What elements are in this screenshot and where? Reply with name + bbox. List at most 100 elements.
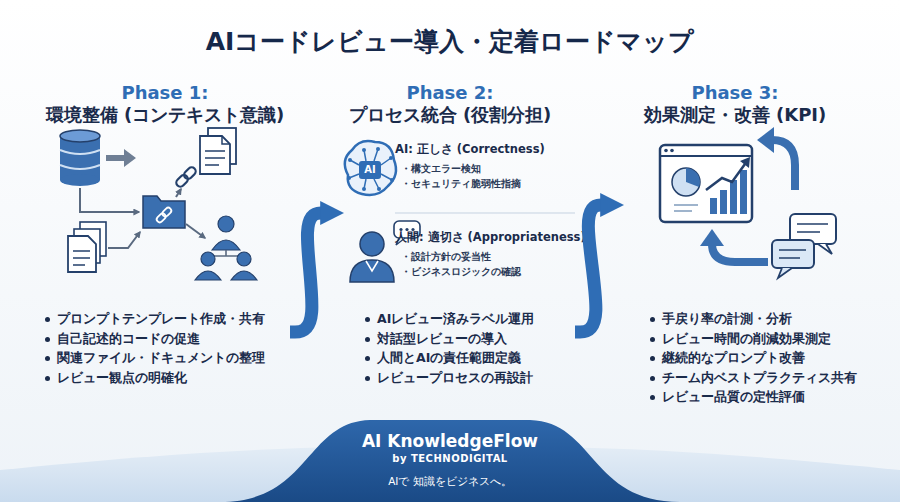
role-icons <box>377 187 381 191</box>
role-block: AI: 正しさ (Correctness)・構文エラー検知・セキュリティ脆弱性指… <box>395 141 580 203</box>
chip-label: AI <box>359 161 381 179</box>
bullet-item: レビュープロセスの再設計 <box>365 369 534 389</box>
kpi-icons <box>778 268 792 278</box>
bullet-text: 関連ファイル・ドキュメントの整理 <box>57 350 265 367</box>
environment-icons <box>73 251 90 265</box>
bullet-dot <box>650 395 655 400</box>
role-item: ・セキュリティ脆弱性指摘 <box>395 176 580 191</box>
diagram-title: AIコードレビュー導入・定着ロードマップ <box>0 24 900 60</box>
bullet-dot <box>45 376 50 381</box>
bullet-text: 自己記述的コードの促進 <box>57 331 200 348</box>
bullet-list: 手戻り率の計測・分析レビュー時間の削減効果測定継続的なプロンプト改善チーム内ベス… <box>650 310 857 408</box>
kpi-icons <box>660 155 752 157</box>
role-icons <box>389 156 393 160</box>
brand-band: AI KnowledgeFlowby TECHNODIGITALAIで 知識をビ… <box>220 418 680 502</box>
environment-icons <box>60 174 100 186</box>
environment-icons <box>186 224 205 238</box>
environment-icons <box>210 250 242 256</box>
role-icons <box>360 232 384 256</box>
phase-column: Phase 3:効果測定・改善 (KPI) 手戻り率の計測・分析レビュー時間の削減… <box>605 82 865 412</box>
environment-icons <box>68 236 96 272</box>
kpi-icons <box>797 224 828 232</box>
environment-icons <box>201 252 215 266</box>
kpi-icons <box>674 205 698 211</box>
bullet-dot <box>365 376 370 381</box>
brand-owner: by TECHNODIGITAL <box>220 452 680 466</box>
kpi-icons <box>712 244 768 262</box>
environment-icons <box>156 207 173 224</box>
kpi-icons <box>740 157 750 168</box>
role-block: 人間: 適切さ (Appropriateness)・設計方針の妥当性・ビジネスロ… <box>395 229 580 291</box>
role-icons <box>376 147 380 151</box>
kpi-icons <box>700 229 724 246</box>
kpi-icons <box>779 250 806 258</box>
phase-title: 環境整備 (コンテキスト意識) <box>40 104 290 126</box>
bullet-text: プロンプトテンプレート作成・共有 <box>57 311 265 328</box>
role-item: ・設計方針の妥当性 <box>395 249 580 264</box>
bullet-dot <box>365 337 370 342</box>
phase-heading: Phase 2:プロセス統合 (役割分担) <box>325 82 575 126</box>
environment-icons <box>222 136 230 144</box>
bullet-dot <box>650 356 655 361</box>
kpi-icons <box>772 240 814 268</box>
band-shape <box>220 420 680 502</box>
role-heading: 人間: 適切さ (Appropriateness) <box>395 229 580 246</box>
bullet-dot <box>45 317 50 322</box>
bullet-dot <box>45 337 50 342</box>
kpi-icons <box>730 180 737 214</box>
bullet-dot <box>45 356 50 361</box>
phase-number: Phase 3: <box>605 82 865 104</box>
role-icons <box>366 261 378 271</box>
role-icons <box>348 158 352 162</box>
bullet-item: レビュー観点の明確化 <box>45 369 265 389</box>
environment-icons <box>182 166 197 181</box>
bullet-item: レビュー品質の定性評価 <box>650 388 857 408</box>
environment-icons <box>60 150 100 169</box>
bullet-dot <box>365 356 370 361</box>
kpi-icons <box>660 145 752 222</box>
environment-icons <box>218 216 234 232</box>
bullet-item: 関連ファイル・ドキュメントの整理 <box>45 349 265 369</box>
kpi-icons <box>686 168 700 187</box>
phase-number: Phase 1: <box>40 82 290 104</box>
kpi-icons <box>706 164 745 190</box>
kpi-icons <box>818 244 832 254</box>
environment-icons <box>156 212 167 223</box>
phase-heading: Phase 1:環境整備 (コンテキスト意識) <box>40 82 290 126</box>
bullet-text: 手戻り率の計測・分析 <box>662 311 792 328</box>
environment-icons <box>60 130 100 142</box>
phase-title: 効果測定・改善 (KPI) <box>605 104 865 126</box>
kpi-icons <box>772 140 795 190</box>
bullet-text: 対話型レビューの導入 <box>377 331 507 348</box>
kpi-icons <box>660 127 836 278</box>
bullet-text: レビュープロセスの再設計 <box>377 370 533 387</box>
phase-column: Phase 1:環境整備 (コンテキスト意識) プロンプトテンプレート作成・共有自… <box>40 82 290 412</box>
phase-title: プロセス統合 (役割分担) <box>325 104 575 126</box>
bullet-text: レビュー時間の削減効果測定 <box>662 331 831 348</box>
phase-heading: Phase 3:効果測定・改善 (KPI) <box>605 82 865 126</box>
bullet-dot <box>365 317 370 322</box>
role-icons <box>390 178 394 182</box>
bullet-text: レビュー品質の定性評価 <box>662 389 805 406</box>
environment-icons <box>143 196 185 228</box>
environment-icons <box>175 166 198 189</box>
brand-tagline: AIで 知識をビジネスへ。 <box>220 474 680 488</box>
phase-arrow <box>575 205 605 332</box>
role-icons <box>359 161 381 179</box>
bullet-item: 自己記述的コードの促進 <box>45 330 265 350</box>
kpi-icons <box>720 190 727 214</box>
bullet-list: プロンプトテンプレート作成・共有自己記述的コードの促進関連ファイル・ドキュメント… <box>45 310 265 388</box>
kpi-icons <box>757 127 774 153</box>
environment-icons <box>237 252 251 266</box>
environment-icons <box>80 188 139 212</box>
role-icons <box>345 141 396 195</box>
role-item: ・構文エラー検知 <box>395 161 580 176</box>
bullet-text: チーム内ベストプラクティス共有 <box>662 370 857 387</box>
environment-icons <box>195 271 221 280</box>
bullet-item: チーム内ベストプラクティス共有 <box>650 369 857 389</box>
environment-icons <box>205 151 225 165</box>
